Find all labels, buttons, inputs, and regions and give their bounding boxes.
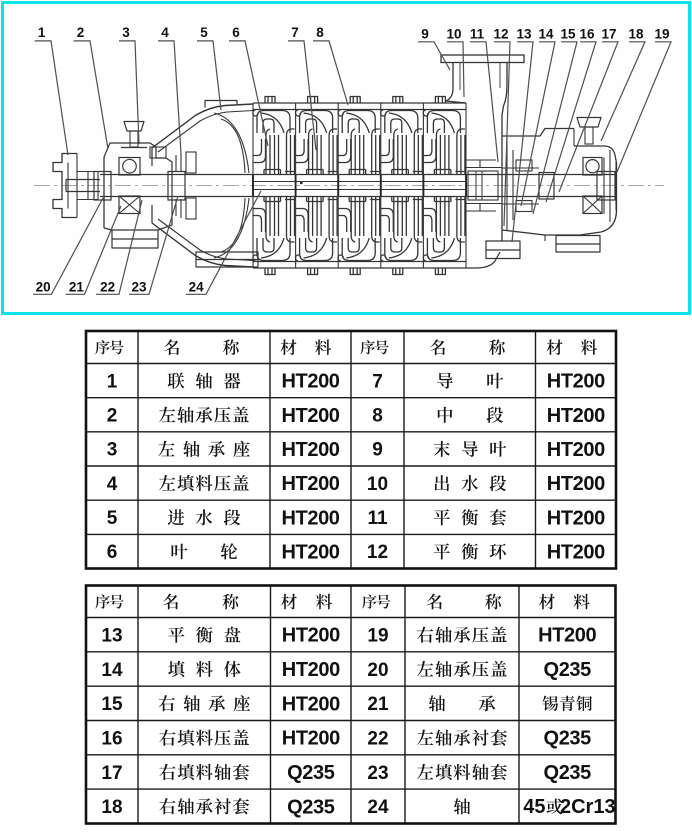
svg-text:HT200: HT200 <box>547 507 605 529</box>
svg-text:1: 1 <box>107 371 118 392</box>
svg-text:HT200: HT200 <box>547 371 605 393</box>
svg-text:20: 20 <box>367 660 388 681</box>
svg-text:2: 2 <box>77 25 85 40</box>
svg-text:18: 18 <box>101 797 122 818</box>
svg-text:23: 23 <box>367 763 388 784</box>
svg-text:HT200: HT200 <box>547 541 605 563</box>
svg-text:16: 16 <box>101 729 122 750</box>
svg-text:HT200: HT200 <box>281 507 339 529</box>
svg-text:Q235: Q235 <box>287 762 335 784</box>
svg-text:22: 22 <box>100 280 115 295</box>
svg-text:5: 5 <box>200 25 208 40</box>
svg-text:HT200: HT200 <box>547 473 605 495</box>
svg-text:11: 11 <box>470 27 485 42</box>
svg-text:11: 11 <box>367 508 388 529</box>
svg-text:HT200: HT200 <box>281 405 339 427</box>
svg-text:HT200: HT200 <box>282 728 340 750</box>
svg-text:22: 22 <box>367 729 388 750</box>
svg-text:HT200: HT200 <box>281 541 339 563</box>
svg-text:3: 3 <box>122 25 130 40</box>
svg-text:7: 7 <box>372 371 383 392</box>
svg-text:24: 24 <box>189 280 205 295</box>
svg-text:9: 9 <box>372 440 383 461</box>
svg-text:HT200: HT200 <box>547 405 605 427</box>
svg-text:18: 18 <box>628 27 644 42</box>
svg-text:15: 15 <box>560 27 576 42</box>
svg-text:19: 19 <box>367 626 388 647</box>
svg-text:HT200: HT200 <box>281 473 339 495</box>
svg-text:14: 14 <box>538 27 554 42</box>
svg-text:12: 12 <box>493 27 508 42</box>
svg-text:Q235: Q235 <box>287 796 335 818</box>
svg-text:HT200: HT200 <box>282 693 340 715</box>
svg-text:6: 6 <box>107 542 118 563</box>
svg-text:HT200: HT200 <box>281 439 339 461</box>
svg-text:6: 6 <box>232 25 240 40</box>
svg-text:45: 45 <box>523 796 545 818</box>
svg-text:23: 23 <box>131 280 147 295</box>
svg-text:16: 16 <box>579 27 595 42</box>
svg-text:5: 5 <box>107 508 118 529</box>
svg-text:Q235: Q235 <box>544 762 592 784</box>
svg-text:7: 7 <box>291 25 299 40</box>
svg-text:14: 14 <box>101 660 123 681</box>
svg-text:3: 3 <box>107 440 118 461</box>
svg-text:1: 1 <box>38 25 46 40</box>
svg-text:12: 12 <box>367 542 388 563</box>
svg-text:2: 2 <box>107 406 118 427</box>
svg-text:20: 20 <box>36 280 51 295</box>
svg-text:HT200: HT200 <box>281 371 339 393</box>
svg-text:17: 17 <box>601 27 616 42</box>
svg-text:8: 8 <box>316 25 324 40</box>
svg-text:Q235: Q235 <box>544 728 592 750</box>
svg-text:HT200: HT200 <box>538 625 596 647</box>
svg-text:9: 9 <box>421 27 429 42</box>
svg-text:21: 21 <box>69 280 85 295</box>
svg-text:24: 24 <box>367 797 389 818</box>
svg-text:13: 13 <box>101 626 122 647</box>
svg-text:4: 4 <box>107 474 118 495</box>
svg-text:HT200: HT200 <box>547 439 605 461</box>
svg-text:HT200: HT200 <box>282 659 340 681</box>
svg-text:2Cr13: 2Cr13 <box>560 796 616 818</box>
svg-text:4: 4 <box>161 25 169 40</box>
svg-text:21: 21 <box>367 694 389 715</box>
svg-text:19: 19 <box>654 27 669 42</box>
svg-text:10: 10 <box>367 474 388 495</box>
svg-text:HT200: HT200 <box>282 625 340 647</box>
svg-text:Q235: Q235 <box>544 659 592 681</box>
svg-text:17: 17 <box>101 763 122 784</box>
svg-text:8: 8 <box>372 406 383 427</box>
svg-text:15: 15 <box>101 694 123 715</box>
svg-text:10: 10 <box>446 27 461 42</box>
svg-text:13: 13 <box>516 27 532 42</box>
